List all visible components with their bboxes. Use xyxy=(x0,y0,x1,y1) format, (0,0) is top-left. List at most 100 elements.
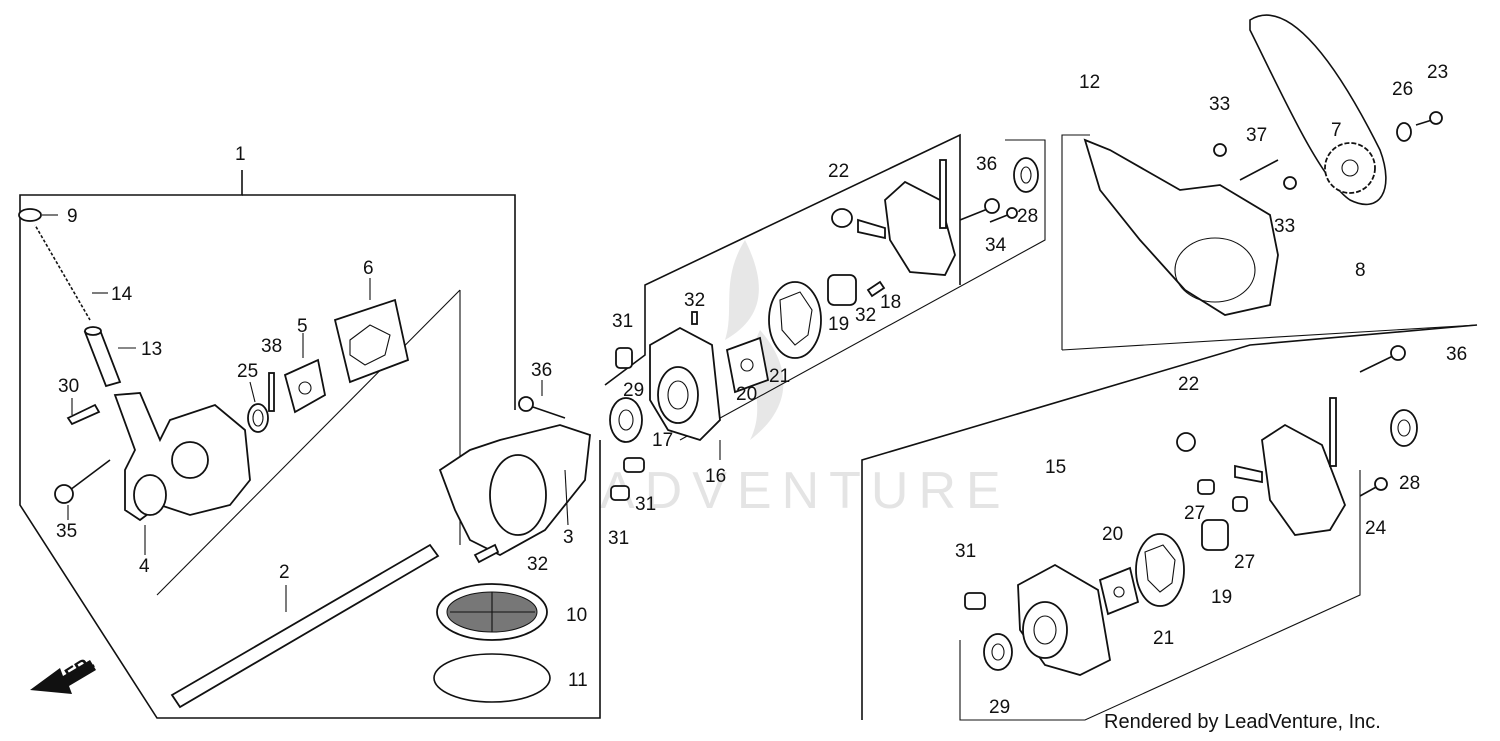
part-21-outer-rotor xyxy=(768,281,822,359)
callout-18: 18 xyxy=(880,292,901,313)
part-32-dowel-pin-right xyxy=(866,280,886,298)
callout-29-mid: 29 xyxy=(623,380,644,401)
part-30-pin xyxy=(66,398,101,426)
callout-2: 2 xyxy=(279,562,290,583)
part-28-oil-seal xyxy=(1013,157,1039,193)
callout-31-c: 31 xyxy=(608,528,629,549)
callout-31-d: 31 xyxy=(955,541,976,562)
part-27-dowel-pin xyxy=(1197,479,1248,512)
part-19-sleeve-lower xyxy=(1201,519,1229,551)
part-7-sprocket xyxy=(1324,142,1376,194)
callout-6: 6 xyxy=(363,258,374,279)
assembly-15-frame xyxy=(861,324,1478,721)
callout-29-lower: 29 xyxy=(989,697,1010,718)
part-10-strainer-screen xyxy=(436,583,548,641)
callout-22-lower: 22 xyxy=(1178,374,1199,395)
part-36-bolt-lower xyxy=(1359,345,1406,373)
callout-36-mid: 36 xyxy=(976,154,997,175)
callout-24: 24 xyxy=(1365,518,1387,539)
callout-31-b: 31 xyxy=(635,494,656,515)
part-23-bolt xyxy=(1415,111,1443,126)
callout-15: 15 xyxy=(1045,457,1066,478)
part-29-oil-seal xyxy=(609,397,643,443)
callout-14: 14 xyxy=(111,284,133,305)
part-pump-plate-lower xyxy=(1234,397,1346,536)
part-12-chain-cover xyxy=(1083,138,1279,316)
assembly-1-frame xyxy=(19,170,601,719)
part-4-pump-housing xyxy=(113,392,251,555)
part-36-bolt-mid xyxy=(959,198,1000,221)
callout-20-mid: 20 xyxy=(736,384,757,405)
callout-19-mid: 19 xyxy=(828,314,849,335)
callout-32-c: 32 xyxy=(527,554,548,575)
part-15-pump-cover xyxy=(1017,563,1111,676)
part-36-bolt xyxy=(518,380,566,419)
callout-21-lower: 21 xyxy=(1153,628,1174,649)
part-9-clip xyxy=(18,208,58,222)
assembly-12-frame xyxy=(1061,134,1478,351)
callout-22-mid: 22 xyxy=(828,161,849,182)
part-20-inner-rotor-lower xyxy=(1098,566,1140,616)
callout-33-a: 33 xyxy=(1209,94,1230,115)
credit-text: Rendered by LeadVenture, Inc. xyxy=(1104,711,1381,733)
callout-labels: 1 2 3 4 5 6 7 8 9 10 11 12 13 14 15 16 1… xyxy=(56,62,1467,718)
callout-38: 38 xyxy=(261,336,282,357)
part-22-nut xyxy=(831,208,853,228)
callout-33-b: 33 xyxy=(1274,216,1295,237)
callout-19-lower: 19 xyxy=(1211,587,1232,608)
callout-30: 30 xyxy=(58,376,79,397)
callout-23: 23 xyxy=(1427,62,1448,83)
callout-25: 25 xyxy=(237,361,258,382)
callout-32-a: 32 xyxy=(684,290,705,311)
callout-31-a: 31 xyxy=(612,311,633,332)
callout-27-a: 27 xyxy=(1184,503,1205,524)
callout-32-b: 32 xyxy=(855,305,876,326)
part-38-pin xyxy=(268,372,275,412)
part-21-outer-rotor-lower xyxy=(1135,533,1185,607)
part-37-bolt xyxy=(1239,159,1279,181)
callout-36-lower: 36 xyxy=(1446,344,1467,365)
callout-35: 35 xyxy=(56,521,77,542)
part-25-washer xyxy=(247,381,269,433)
part-13-pipe xyxy=(83,326,136,388)
part-2-shaft xyxy=(170,543,440,709)
part-35-bolt xyxy=(54,459,111,520)
callout-16: 16 xyxy=(705,466,726,487)
part-22-nut-lower xyxy=(1176,432,1196,452)
part-32-dowel-pin xyxy=(473,543,500,564)
part-19-sleeve xyxy=(827,274,857,306)
part-6-outer-rotor xyxy=(333,278,410,384)
callout-11: 11 xyxy=(568,670,588,691)
part-3-pump-body xyxy=(438,424,591,557)
callout-26: 26 xyxy=(1392,79,1413,100)
part-32-dowel-pin-mid xyxy=(691,311,698,325)
callout-10: 10 xyxy=(566,605,587,626)
part-26-washer xyxy=(1396,122,1412,142)
callout-12: 12 xyxy=(1079,72,1100,93)
callout-17: 17 xyxy=(652,430,673,451)
part-11-circlip xyxy=(433,653,551,703)
callout-37: 37 xyxy=(1246,125,1267,146)
part-18-pump-plate xyxy=(857,159,956,276)
part-24-bolt xyxy=(1359,477,1388,497)
callout-36-left: 36 xyxy=(531,360,552,381)
callout-7: 7 xyxy=(1331,120,1342,141)
callout-5: 5 xyxy=(297,316,308,337)
part-29-oil-seal-lower xyxy=(983,633,1013,671)
front-direction-arrow-icon xyxy=(30,660,96,694)
watermark: ADVENTURE xyxy=(600,462,1011,520)
part-17-pump-cover xyxy=(649,326,721,442)
callout-13: 13 xyxy=(141,339,162,360)
part-8-drive-chain xyxy=(1249,14,1387,206)
callout-27-b: 27 xyxy=(1234,552,1255,573)
callout-1: 1 xyxy=(235,144,246,165)
part-31-dowel-pin-lower xyxy=(964,592,986,610)
part-5-inner-rotor xyxy=(283,333,327,414)
callout-21-mid: 21 xyxy=(769,366,790,387)
callout-34: 34 xyxy=(985,235,1007,256)
part-34-bolt xyxy=(989,207,1018,223)
part-14-spring xyxy=(34,224,108,321)
callout-9: 9 xyxy=(67,206,78,227)
part-31-dowel-pin xyxy=(610,347,645,501)
